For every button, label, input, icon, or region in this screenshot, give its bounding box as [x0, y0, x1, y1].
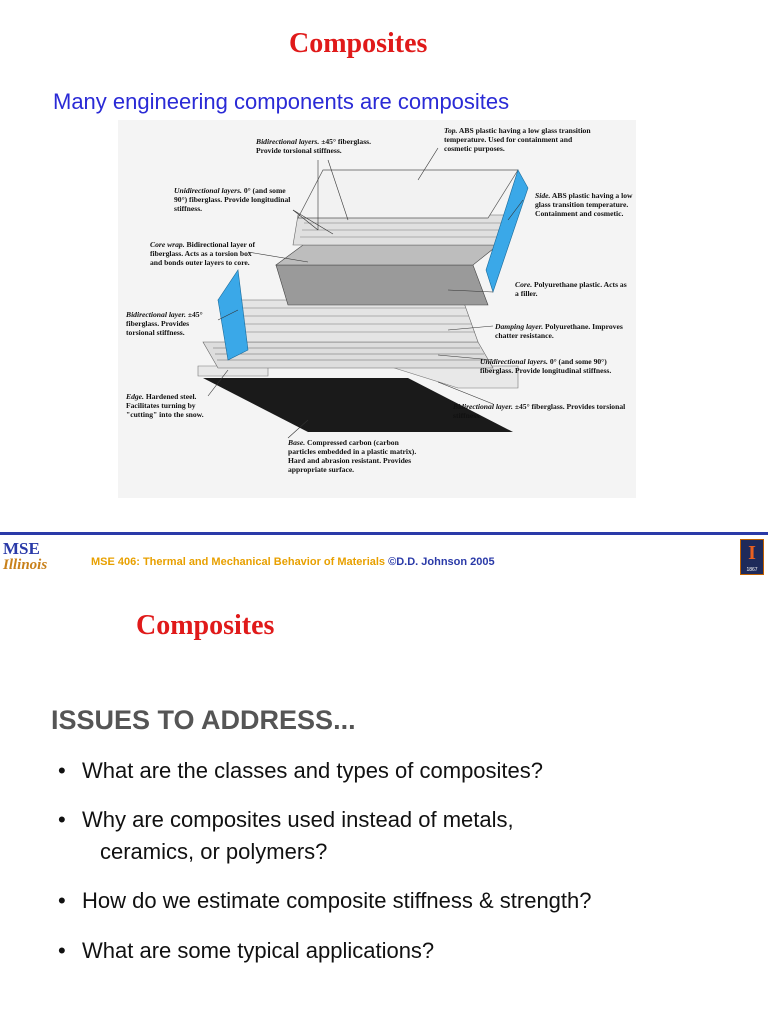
ski-diagram — [197, 147, 529, 439]
ski-cross-section-figure: Bidirectional layers. ±45° fiberglass. P… — [118, 120, 636, 498]
footer-divider — [0, 532, 768, 535]
bullet-item: •What are the classes and types of compo… — [58, 758, 544, 783]
bullet-continuation: ceramics, or polymers? — [100, 839, 328, 864]
caption-side: Side. ABS plastic having a low glass tra… — [535, 191, 633, 218]
caption-base: Base. Compressed carbon (carbon particle… — [288, 438, 417, 474]
caption-bidirectional-left: Bidirectional layer. ±45° fiberglass. Pr… — [126, 310, 203, 337]
slide1-subtitle: Many engineering components are composit… — [53, 89, 510, 114]
bullet-item: •How do we estimate composite stiffness … — [58, 888, 592, 913]
issues-heading: ISSUES TO ADDRESS... — [51, 705, 356, 735]
slide1-title: Composites — [289, 28, 428, 59]
lower-layer-lines — [213, 347, 488, 361]
bullet-item: •What are some typical applications? — [58, 938, 435, 963]
caption-bidirectional-top: Bidirectional layers. ±45° fiberglass. P… — [256, 137, 371, 155]
upper-fiber-lines — [300, 222, 510, 238]
caption-bidirectional-bottom: Bidirectional layer. ±45° fiberglass. Pr… — [453, 402, 626, 420]
top-plate — [297, 169, 519, 219]
caption-core: Core. Polyurethane plastic. Acts as a fi… — [515, 280, 627, 298]
caption-unidirectional-bottom: Unidirectional layers. 0° (and some 90°)… — [480, 357, 612, 375]
unidirectional-layers-lower — [217, 299, 479, 343]
slide2-title: Composites — [136, 610, 275, 641]
mse-illinois-logo: MSE Illinois — [3, 539, 48, 573]
caption-damping: Damping layer. Polyurethane. Improves ch… — [495, 322, 623, 340]
caption-edge: Edge. Hardened steel. Facilitates turnin… — [126, 392, 204, 419]
university-logo-icon: I 1867 — [740, 539, 764, 575]
core-top — [275, 244, 499, 266]
base-layer — [203, 378, 513, 432]
side-left — [217, 269, 249, 361]
bullet-item: •Why are composites used instead of meta… — [58, 807, 514, 832]
lower-fiber-lines — [228, 307, 475, 333]
core-block — [275, 264, 489, 306]
leader-lines — [207, 147, 524, 439]
caption-top: Top. ABS plastic having a low glass tran… — [444, 126, 591, 153]
caption-unidirectional-top: Unidirectional layers. 0° (and some 90°)… — [174, 186, 291, 213]
footer-course-text: MSE 406: Thermal and Mechanical Behavior… — [91, 556, 495, 568]
caption-core-wrap: Core wrap. Bidirectional layer of fiberg… — [150, 240, 255, 267]
